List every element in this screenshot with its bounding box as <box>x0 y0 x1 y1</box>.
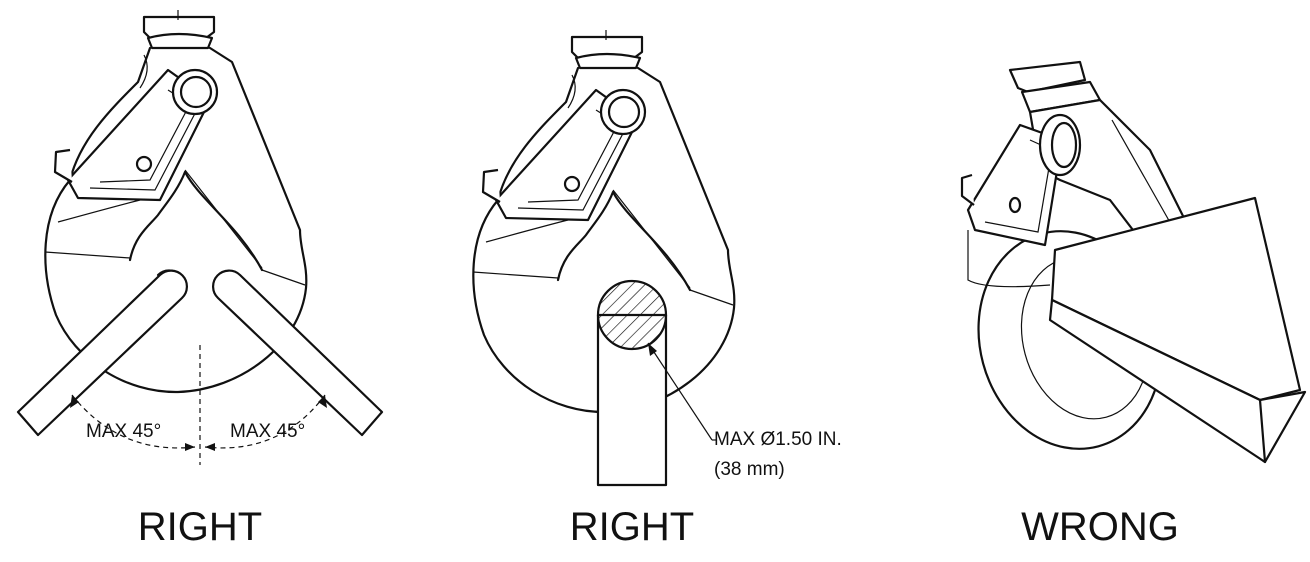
max-45-right-label: MAX 45° <box>230 421 305 442</box>
caption-right-2: RIGHT <box>570 505 694 549</box>
leader-line <box>647 342 713 441</box>
hook-body <box>472 30 736 414</box>
hook-body <box>44 10 308 394</box>
max-diameter-metric-label: (38 mm) <box>714 459 785 480</box>
sling-leg-right <box>211 269 384 437</box>
max-diameter-label: MAX Ø1.50 IN. <box>714 429 842 450</box>
round-stock <box>596 279 668 487</box>
panel-right-round-stock: MAX Ø1.50 IN. (38 mm) RIGHT <box>472 30 842 549</box>
sling-leg-left <box>16 269 189 437</box>
caption-wrong: WRONG <box>1021 505 1179 549</box>
angle-arc-right <box>204 394 326 449</box>
caption-right-1: RIGHT <box>138 505 262 549</box>
panel-wrong-beam: WRONG <box>960 60 1307 549</box>
beam-wrong <box>1048 196 1307 464</box>
panel-right-angled-legs: MAX 45° MAX 45° RIGHT <box>16 10 384 549</box>
max-45-left-label: MAX 45° <box>86 421 161 442</box>
